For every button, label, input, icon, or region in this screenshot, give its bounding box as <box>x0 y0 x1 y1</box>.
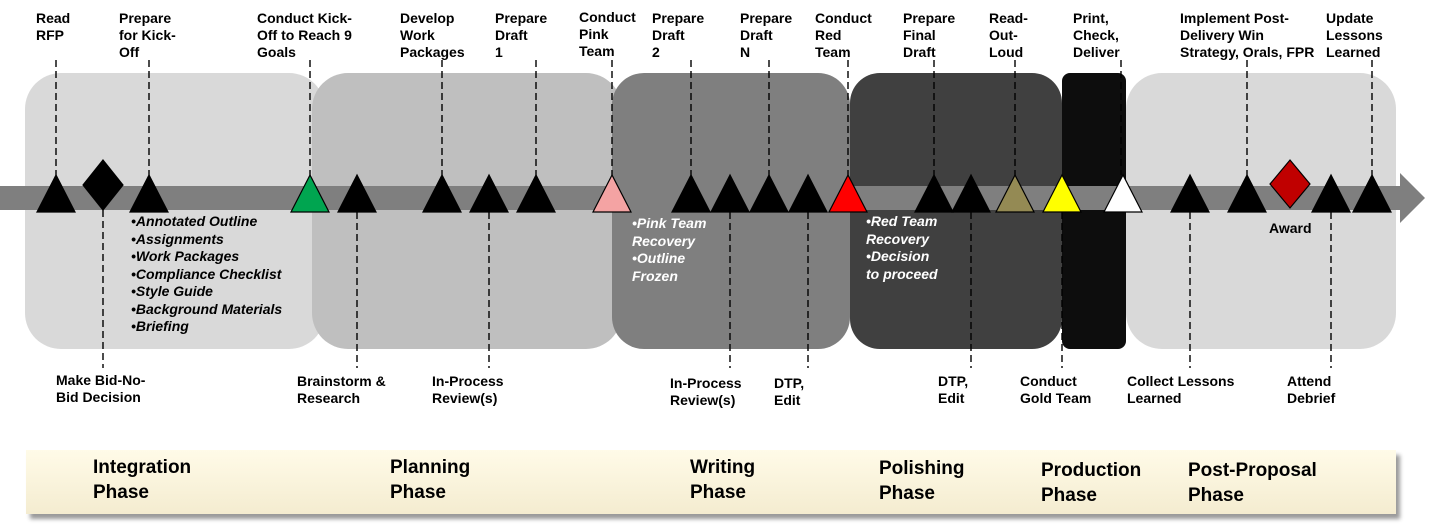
pink-note: •Outline <box>632 250 686 266</box>
milestone-draft-2 <box>671 173 711 213</box>
milestone-implement-post <box>1227 173 1267 213</box>
milestone-dtp-1 <box>788 173 828 213</box>
milestone-develop-wp <box>422 173 462 213</box>
milestone-collect-lessons <box>1170 173 1210 213</box>
milestone-debrief <box>1311 173 1351 213</box>
label-develop-wp: Develop Work Packages <box>400 10 465 60</box>
label-bid-no-bid: Make Bid-No- Bid Decision <box>56 372 146 405</box>
label-debrief: Attend Debrief <box>1287 373 1336 406</box>
pink-team-notes: •Pink Team Recovery •Outline Frozen <box>632 215 706 285</box>
label-final-draft: Prepare Final Draft <box>903 10 956 60</box>
milestone-prepare-kickoff <box>129 173 169 213</box>
label-read-out-loud: Read- Out- Loud <box>989 10 1028 60</box>
red-note: •Decision <box>866 248 930 264</box>
red-note: •Red Team <box>866 213 938 229</box>
red-note: Recovery <box>866 230 930 247</box>
deliverable-item: •Background Materials <box>131 300 283 317</box>
production-phase-box <box>1062 73 1126 349</box>
label-inprocess-2: In-Process Review(s) <box>670 375 742 408</box>
leader-lines <box>55 60 1373 368</box>
phase-planning: Planning Phase <box>390 457 471 503</box>
label-print-check: Print, Check, Deliver <box>1073 10 1120 60</box>
integration-deliverables-list: •Annotated Outline •Assignments •Work Pa… <box>131 213 282 336</box>
label-pink-team: Conduct Pink Team <box>579 9 636 59</box>
deliverable-item: •Compliance Checklist <box>131 265 282 282</box>
label-read-rfp: Read RFP <box>36 10 71 43</box>
label-dtp-1: DTP, Edit <box>774 375 805 408</box>
milestone-read-out-loud <box>995 173 1035 213</box>
label-dtp-2: DTP, Edit <box>938 373 969 406</box>
phase-writing: Writing Phase <box>690 457 756 503</box>
milestone-brainstorm <box>337 173 377 213</box>
milestone-update-lessons <box>1352 173 1392 213</box>
red-team-notes: •Red Team Recovery •Decision to proceed <box>866 213 938 283</box>
pink-note: Frozen <box>632 267 678 284</box>
award-diamond <box>1269 159 1311 209</box>
phase-integration: Integration Phase <box>93 457 192 503</box>
milestone-inprocess-1 <box>469 173 509 213</box>
milestone-read-rfp <box>36 173 76 213</box>
label-update-lessons: Update Lessons Learned <box>1326 10 1383 60</box>
milestone-draft-n <box>749 173 789 213</box>
label-draft-2: Prepare Draft 2 <box>652 10 705 60</box>
phase-polishing: Polishing Phase <box>879 458 965 504</box>
milestone-conduct-kickoff <box>290 173 330 213</box>
milestone-gold-team <box>1042 173 1082 213</box>
label-draft-1: Prepare Draft 1 <box>495 10 548 60</box>
deliverable-item: •Assignments <box>131 230 224 247</box>
milestone-draft-1 <box>516 173 556 213</box>
planning-phase-box <box>312 73 622 349</box>
deliverable-item: •Work Packages <box>131 248 240 264</box>
milestone-final-draft <box>914 173 954 213</box>
label-gold-team: Conduct Gold Team <box>1020 373 1092 406</box>
pink-note: Recovery <box>632 232 696 249</box>
phase-post-proposal: Post-Proposal Phase <box>1188 460 1317 506</box>
deliverable-item: •Style Guide <box>131 283 213 299</box>
pink-note: •Pink Team <box>632 215 707 231</box>
label-brainstorm: Brainstorm & Research <box>297 373 386 406</box>
timeline-arrowhead <box>1400 173 1425 223</box>
label-implement-post: Implement Post- Delivery Win Strategy, O… <box>1180 10 1315 60</box>
milestone-red-team <box>828 173 868 213</box>
phase-legend-bar <box>26 450 1396 514</box>
red-note: to proceed <box>866 265 938 282</box>
label-conduct-kickoff: Conduct Kick- Off to Reach 9 Goals <box>257 10 352 60</box>
milestone-print-deliver <box>1103 173 1143 213</box>
milestone-inprocess-2 <box>710 173 750 213</box>
milestone-pink-team <box>592 173 632 213</box>
milestone-dtp-2 <box>951 173 991 213</box>
award-label: Award <box>1269 220 1312 236</box>
label-draft-n: Prepare Draft N <box>740 10 793 60</box>
label-collect-lessons: Collect Lessons Learned <box>1127 373 1235 406</box>
phase-production: Production Phase <box>1041 460 1142 506</box>
deliverable-item: •Briefing <box>131 318 189 334</box>
decision-diamond-bid-no-bid <box>82 159 124 211</box>
label-prepare-kickoff: Prepare for Kick- Off <box>119 10 176 60</box>
milestone-markers <box>36 159 1392 213</box>
label-inprocess-1: In-Process Review(s) <box>432 373 504 406</box>
deliverable-item: •Annotated Outline <box>131 213 258 229</box>
label-red-team: Conduct Red Team <box>815 10 872 60</box>
integration-phase-box <box>25 73 325 349</box>
